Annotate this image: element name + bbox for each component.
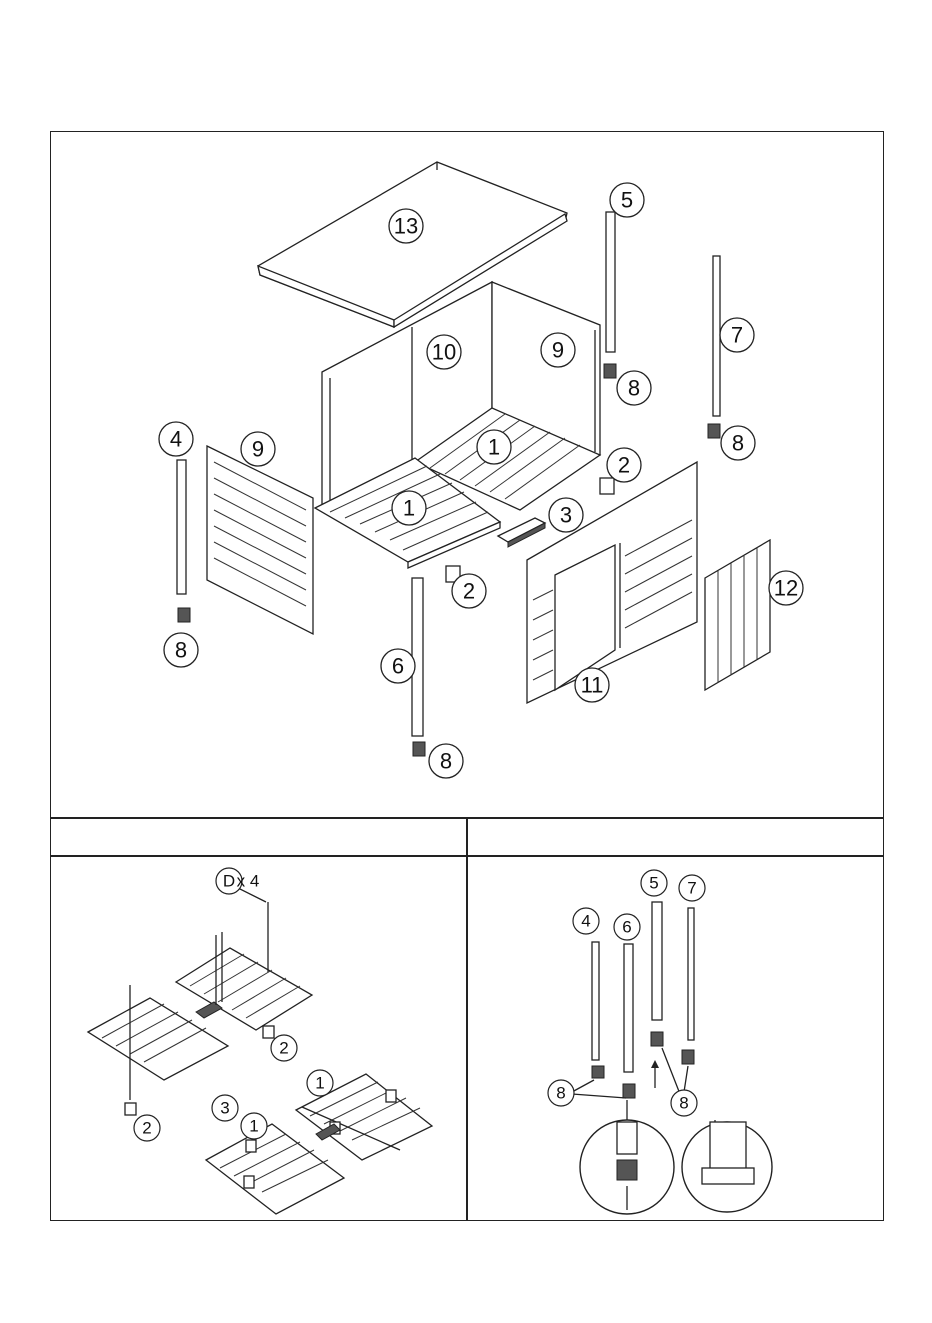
callout-floor-front: 1 xyxy=(392,491,426,525)
callout-back-panel: 10 xyxy=(427,335,461,369)
svg-text:1: 1 xyxy=(249,1117,258,1136)
svg-text:1: 1 xyxy=(488,435,500,460)
svg-text:2: 2 xyxy=(279,1039,288,1058)
callout-post-left: 4 xyxy=(159,422,193,456)
svg-text:12: 12 xyxy=(774,576,798,601)
callout-spacer-block-right: 2 xyxy=(607,448,641,482)
floor-assembly-drawing xyxy=(88,888,432,1214)
svg-text:6: 6 xyxy=(622,918,631,937)
svg-text:2: 2 xyxy=(463,579,475,604)
callout-feet-right: 8 xyxy=(671,1090,697,1116)
callout-block-lower: 2 xyxy=(134,1115,160,1141)
front-panel-part xyxy=(527,462,697,703)
svg-text:8: 8 xyxy=(732,431,744,456)
side-panel-left-part xyxy=(207,446,313,634)
svg-text:9: 9 xyxy=(252,437,264,462)
callout-foot-left: 8 xyxy=(164,633,198,667)
callout-post-far-right: 7 xyxy=(720,318,754,352)
svg-text:4: 4 xyxy=(170,427,182,452)
callout-connector: 3 xyxy=(212,1095,238,1121)
svg-text:5: 5 xyxy=(649,874,658,893)
callout-post5: 5 xyxy=(641,870,667,896)
hardware-quantity: x 4 xyxy=(237,872,260,891)
svg-text:8: 8 xyxy=(440,749,452,774)
svg-text:2: 2 xyxy=(618,453,630,478)
svg-text:8: 8 xyxy=(556,1084,565,1103)
svg-text:5: 5 xyxy=(621,188,633,213)
callout-post-front: 6 xyxy=(381,649,415,683)
callout-floor-connector: 3 xyxy=(549,498,583,532)
floor-connector-part xyxy=(498,518,545,547)
svg-text:3: 3 xyxy=(560,503,572,528)
svg-text:9: 9 xyxy=(552,338,564,363)
callout-block-upper: 2 xyxy=(271,1035,297,1061)
callout-foot-front: 8 xyxy=(429,744,463,778)
svg-text:2: 2 xyxy=(142,1119,151,1138)
svg-text:6: 6 xyxy=(392,654,404,679)
svg-text:8: 8 xyxy=(679,1094,688,1113)
svg-text:D: D xyxy=(223,872,235,891)
svg-text:1: 1 xyxy=(403,496,415,521)
svg-text:7: 7 xyxy=(731,323,743,348)
svg-text:3: 3 xyxy=(220,1099,229,1118)
posts-assembly-drawing xyxy=(572,902,772,1214)
callout-roof: 13 xyxy=(389,209,423,243)
callout-spacer-block-left: 2 xyxy=(452,574,486,608)
callout-front-panel: 11 xyxy=(575,668,609,702)
svg-text:1: 1 xyxy=(315,1074,324,1093)
callout-floor-back: 1 xyxy=(477,430,511,464)
svg-text:7: 7 xyxy=(687,879,696,898)
callout-side-panel-left: 9 xyxy=(241,432,275,466)
svg-text:8: 8 xyxy=(175,638,187,663)
svg-text:4: 4 xyxy=(581,912,590,931)
callout-foot-far-right: 8 xyxy=(721,426,755,460)
callout-post6: 6 xyxy=(614,914,640,940)
svg-text:8: 8 xyxy=(628,376,640,401)
svg-text:11: 11 xyxy=(581,673,604,698)
svg-text:13: 13 xyxy=(394,214,418,239)
door-flap-part xyxy=(705,540,770,690)
callout-post-back-right: 5 xyxy=(610,183,644,217)
callout-foot-back-right: 8 xyxy=(617,371,651,405)
callout-floor-b: 1 xyxy=(241,1113,267,1139)
callout-feet-left: 8 xyxy=(548,1080,574,1106)
callout-side-panel-right: 9 xyxy=(541,333,575,367)
callout-post7: 7 xyxy=(679,875,705,901)
callout-post4: 4 xyxy=(573,908,599,934)
callout-door-flap: 12 xyxy=(769,571,803,605)
callout-floor-a: 1 xyxy=(307,1070,333,1096)
svg-text:10: 10 xyxy=(432,340,456,365)
